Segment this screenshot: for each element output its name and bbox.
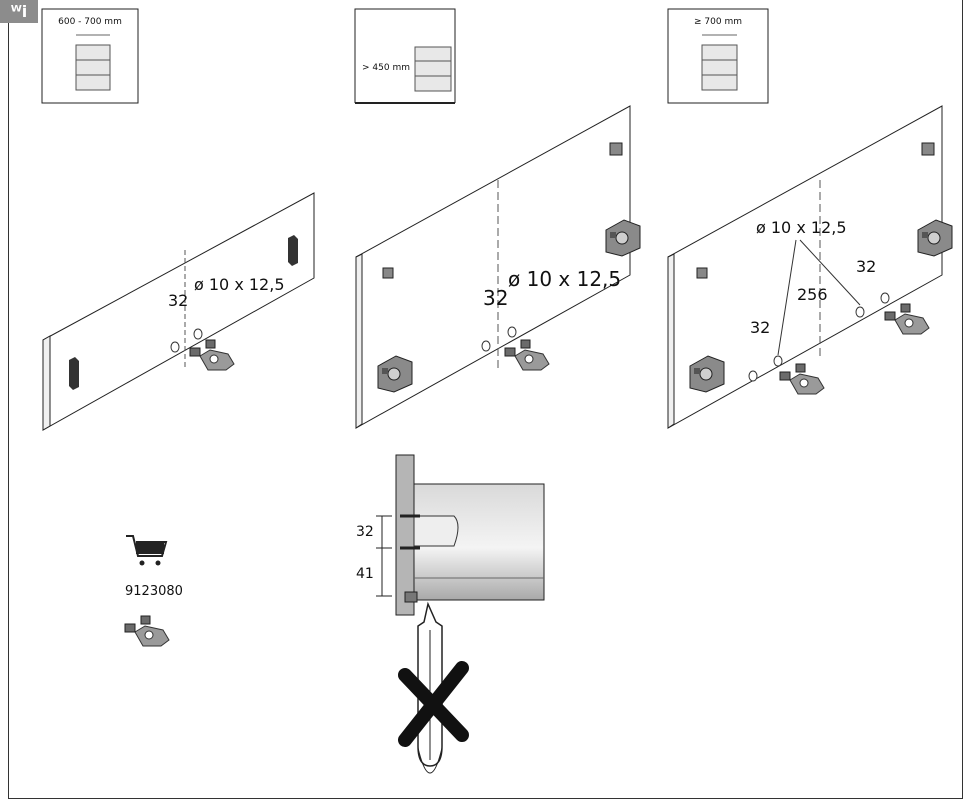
height-label: > 450 mm: [362, 63, 410, 73]
dim-upper-label: 32: [356, 524, 374, 540]
corner-tab-label: ᵂi: [10, 2, 28, 21]
page-frame: [8, 0, 963, 799]
hole-label: ø 10 x 12,5: [194, 275, 285, 294]
x-mark-prohibited-icon: [398, 661, 469, 747]
spacing-between-label: 256: [797, 285, 828, 304]
front-panel-a: 32 ø 10 x 12,5: [42, 192, 315, 431]
side-view: 32 41: [356, 454, 545, 774]
width-label: 600 - 700 mm: [58, 17, 122, 27]
mounting-bracket-icon: [884, 303, 930, 335]
spec-box-a: 600 - 700 mm: [41, 8, 139, 104]
spacing-label: 32: [168, 291, 188, 310]
accessory-block: 9123080: [124, 535, 183, 647]
article-number: 9123080: [125, 584, 183, 599]
mounting-bracket-icon: [779, 363, 825, 395]
mounting-bracket-icon: [124, 615, 170, 647]
front-panel-c: ø 10 x 12,5 32 256 32: [667, 105, 953, 429]
spec-box-b: > 450 mm: [354, 8, 456, 104]
handle-icon: [288, 235, 298, 266]
spacing-label: 32: [483, 286, 508, 310]
hole-label: ø 10 x 12,5: [756, 218, 847, 237]
spacing-top-label: 32: [856, 257, 876, 276]
shopping-cart-icon: [126, 535, 168, 566]
front-panel-b: 32 ø 10 x 12,5: [355, 105, 641, 429]
mounting-bracket-icon: [504, 339, 550, 371]
width-label: ≥ 700 mm: [694, 17, 742, 27]
corner-tab: ᵂi: [0, 0, 38, 23]
handle-icon: [69, 357, 79, 390]
mounting-bracket-icon: [189, 339, 235, 371]
hole-label: ø 10 x 12,5: [508, 267, 621, 291]
spacing-small-label: 32: [750, 318, 770, 337]
dim-lower-label: 41: [356, 566, 374, 582]
spec-box-c: ≥ 700 mm: [667, 8, 769, 104]
